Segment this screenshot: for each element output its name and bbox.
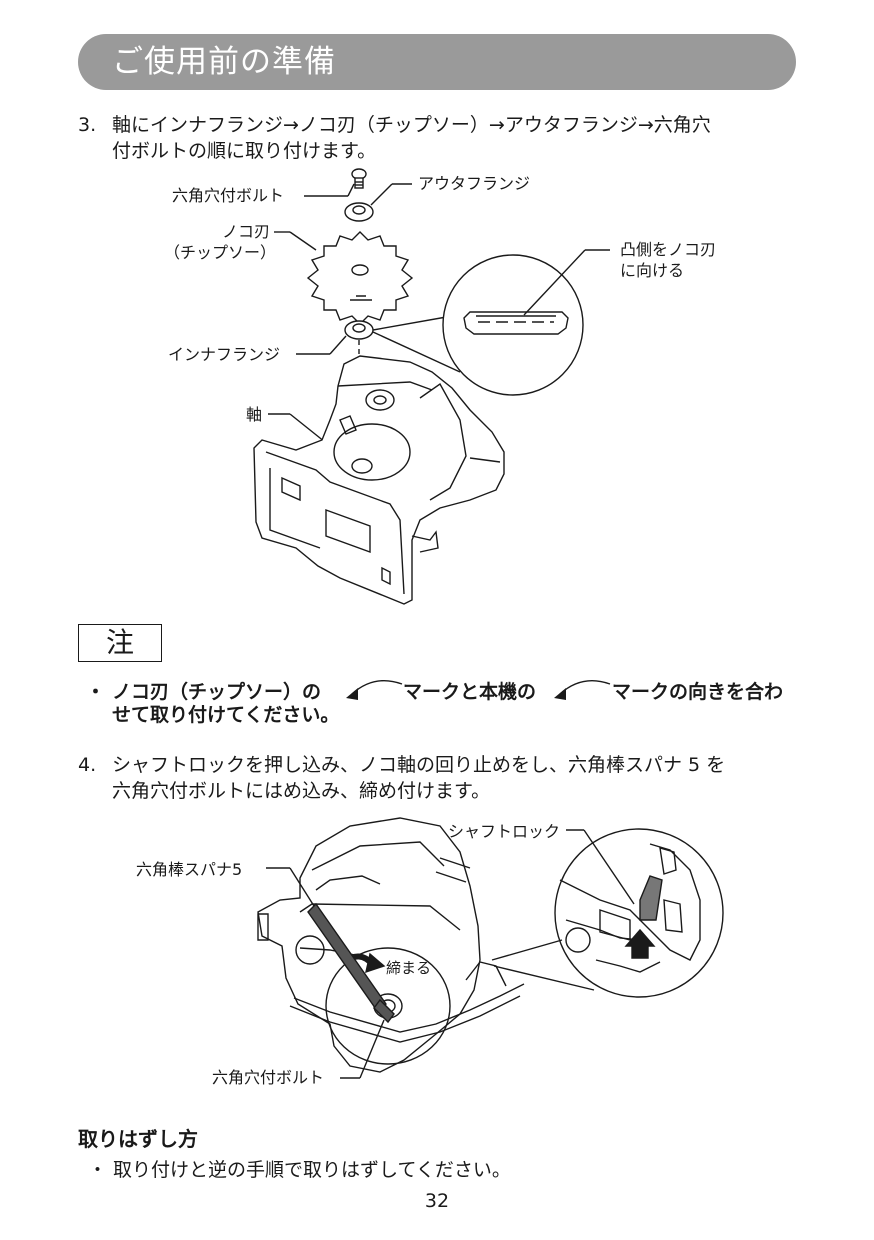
caution-heading: 注 bbox=[105, 626, 134, 659]
shaft-lock-detail-drawing bbox=[559, 843, 701, 973]
step-line-1: シャフトロックを押し込み、ノコ軸の回り止めをし、六角棒スパナ 5 を bbox=[112, 754, 726, 776]
step-number: 4. bbox=[78, 754, 97, 776]
outer-flange-drawing bbox=[344, 202, 374, 222]
page-number: 32 bbox=[424, 1190, 450, 1212]
label-hex-wrench: 六角棒スパナ5 bbox=[136, 860, 243, 879]
label-hex-bolt: 六角穴付ボルト bbox=[172, 186, 285, 205]
saw-body-drawing bbox=[253, 355, 505, 605]
removal-heading: 取りはずし方 bbox=[78, 1127, 198, 1151]
step-text: シャフトロックを押し込み、ノコ軸の回り止めをし、六角棒スパナ 5 を六角穴付ボル… bbox=[112, 752, 802, 804]
label-convex-side: 凸側をノコ刃 bbox=[620, 240, 717, 259]
step-line-2: 六角穴付ボルトにはめ込み、締め付けます。 bbox=[112, 780, 491, 802]
note-text-part-1: ノコ刃（チップソー）の bbox=[112, 681, 322, 703]
label-saw-blade: ノコ刃 bbox=[222, 222, 271, 241]
section-header: ご使用前の準備 bbox=[78, 34, 796, 90]
step-line-1: 軸にインナフランジ→ノコ刃（チップソー）→アウタフランジ→六角穴 bbox=[112, 114, 711, 136]
note-bullet: ・ bbox=[86, 681, 106, 703]
hex-wrench-drawing bbox=[307, 902, 395, 1024]
label-shaft-lock: シャフトロック bbox=[448, 822, 561, 841]
step-line-2: 付ボルトの順に取り付けます。 bbox=[112, 140, 377, 162]
label-inner-flange: インナフランジ bbox=[168, 345, 281, 364]
inner-flange-drawing bbox=[344, 320, 374, 340]
label-face-blade: に向ける bbox=[620, 261, 685, 280]
step-text: 軸にインナフランジ→ノコ刃（チップソー）→アウタフランジ→六角穴付ボルトの順に取… bbox=[112, 112, 802, 164]
saw-blade-drawing bbox=[306, 231, 414, 325]
note-text-line-2: せて取り付けてください。 bbox=[112, 704, 340, 726]
section-title: ご使用前の準備 bbox=[112, 44, 336, 80]
step-number: 3. bbox=[78, 114, 97, 136]
blade-assembly-illustration bbox=[253, 168, 610, 605]
note-text-part-2: マークと本機の bbox=[403, 681, 537, 703]
saw-side-drawing bbox=[257, 817, 525, 1073]
step-4: 4. シャフトロックを押し込み、ノコ軸の回り止めをし、六角棒スパナ 5 を六角穴… bbox=[78, 752, 808, 804]
label-hex-bolt-2: 六角穴付ボルト bbox=[212, 1068, 325, 1087]
rotation-mark-icon bbox=[346, 680, 403, 700]
caution-box: 注 bbox=[78, 624, 162, 662]
tightening-illustration bbox=[257, 817, 724, 1079]
step-3: 3. 軸にインナフランジ→ノコ刃（チップソー）→アウタフランジ→六角穴付ボルトの… bbox=[78, 112, 808, 164]
label-shaft: 軸 bbox=[246, 405, 263, 424]
label-outer-flange: アウタフランジ bbox=[418, 174, 531, 193]
rotation-mark-icon bbox=[554, 680, 611, 700]
label-tip-saw: （チップソー） bbox=[164, 243, 277, 262]
label-tighten: 締まる bbox=[386, 959, 432, 977]
hex-bolt-drawing bbox=[351, 168, 367, 189]
removal-instruction: ・ 取り付けと逆の手順で取りはずしてください。 bbox=[88, 1159, 511, 1181]
note-text-part-3: マークの向きを合わ bbox=[612, 681, 784, 703]
